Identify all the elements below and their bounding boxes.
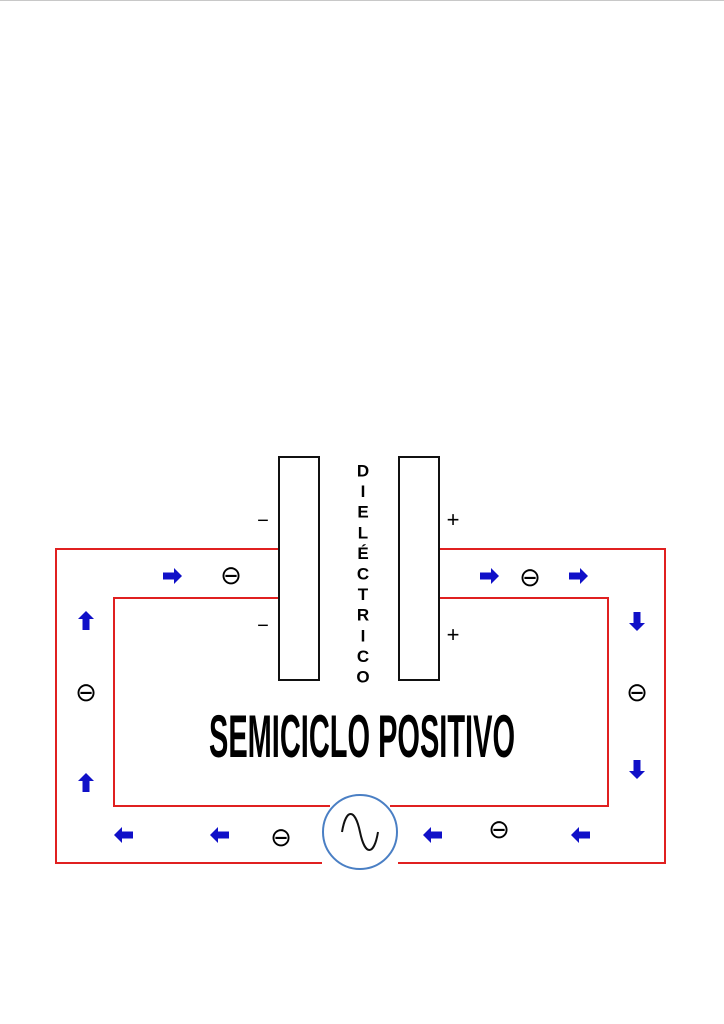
dielectric-letter: C <box>357 647 369 666</box>
dielectric-letter: É <box>357 544 368 563</box>
dielectric-letter: E <box>357 503 368 522</box>
electron-icon: ⊖ <box>220 561 242 591</box>
electron-icon: ⊖ <box>626 678 648 708</box>
current-arrow-icon <box>114 827 133 843</box>
dielectric-letter: R <box>357 606 369 625</box>
electron-icon: ⊖ <box>75 678 97 708</box>
current-arrow-icon <box>210 827 229 843</box>
current-arrow-icon <box>78 611 94 630</box>
left-capacitor-plate <box>278 456 320 681</box>
current-arrow-icon <box>629 760 645 779</box>
outer-wire <box>55 548 666 864</box>
diagram-title: SEMICICLO POSITIVO <box>209 704 515 771</box>
left-plate-sign-top: − <box>257 510 269 532</box>
current-arrow-icon <box>571 827 590 843</box>
dielectric-letter: I <box>361 482 366 501</box>
inner-wire <box>113 597 609 807</box>
sine-wave-icon <box>341 813 379 851</box>
electron-symbols: ⊖ ⊖ ⊖ ⊖ ⊖ ⊖ <box>75 561 648 853</box>
dielectric-letter: D <box>357 461 369 480</box>
dielectric-letter: O <box>356 667 369 686</box>
current-arrow-icon <box>480 568 499 584</box>
right-plate-sign-bottom: + <box>447 622 460 647</box>
dielectric-letter: C <box>357 564 369 583</box>
current-arrow-icon <box>423 827 442 843</box>
left-plate-sign-bottom: − <box>257 615 269 637</box>
current-arrow-icon <box>78 773 94 792</box>
current-arrow-icon <box>629 612 645 631</box>
electron-icon: ⊖ <box>488 815 510 845</box>
electron-icon: ⊖ <box>270 823 292 853</box>
ac-source <box>322 794 398 870</box>
dielectric-letter: L <box>358 523 368 542</box>
right-capacitor-plate <box>398 456 440 681</box>
current-arrow-icon <box>163 568 182 584</box>
electron-icon: ⊖ <box>519 563 541 593</box>
right-plate-sign-top: + <box>447 507 460 532</box>
dielectric-letter: T <box>358 585 369 604</box>
current-arrow-icon <box>569 568 588 584</box>
top-border-line <box>0 0 724 1</box>
dielectric-letter: I <box>361 626 366 645</box>
